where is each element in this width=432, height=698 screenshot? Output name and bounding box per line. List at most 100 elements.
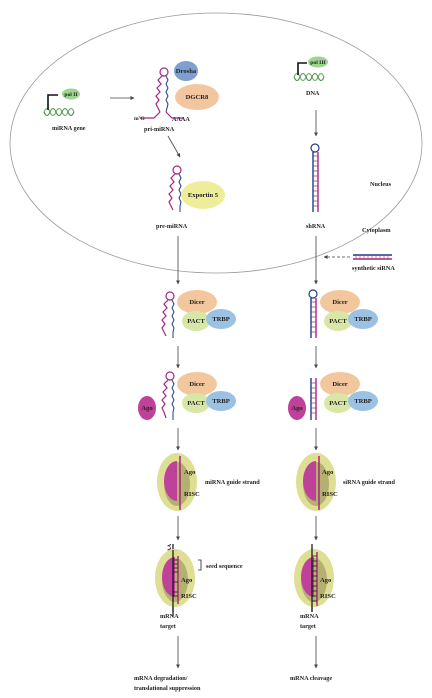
sirna-guide-label: siRNA guide strand [343, 479, 395, 486]
hairpin-loop [310, 143, 320, 153]
dicer-protein [177, 290, 217, 314]
pact-protein [182, 393, 210, 413]
synthetic-sirna-label: synthetic siRNA [352, 265, 395, 272]
nucleus-membrane [9, 12, 423, 274]
pri-mirna-complex: Drosha DGCR8 m⁷G AAAA [134, 61, 219, 123]
seed-bracket-icon [198, 559, 202, 571]
dicer-complex-left: Dicer PACT TRBP [161, 290, 236, 338]
dicer-label: Dicer [189, 299, 204, 306]
ago-label: Ago [320, 577, 332, 584]
ago-protein [303, 461, 316, 501]
hairpin-loop [165, 371, 175, 381]
ago-loading-left: Ago Dicer PACT TRBP [138, 371, 236, 420]
hairpin-loop [165, 291, 175, 301]
cytoplasm-label: Cytoplasm [362, 227, 391, 234]
risc-label: RISC [322, 491, 338, 498]
hairpin-loop [159, 67, 169, 77]
risc-label: RISC [184, 491, 200, 498]
pri-mirna-label: pri-miRNA [144, 126, 175, 133]
risc-label: RISC [181, 593, 197, 600]
dicer-protein [320, 290, 360, 314]
outcome-left-line1: mRNA degradation/ [134, 675, 188, 682]
trbp-protein [348, 309, 378, 329]
arrow-pri-to-pre [167, 135, 181, 158]
ago-loading-right: Ago Dicer PACT TRBP [288, 372, 378, 420]
outcome-right: mRNA cleavage [290, 675, 332, 682]
mrna-target-right: Ago RISC [294, 544, 336, 612]
promoter-arrow-icon [297, 62, 307, 75]
ago-protein [138, 396, 156, 420]
pact-label: PACT [187, 400, 205, 407]
pre-mirna-complex: Exportin 5 [168, 165, 225, 212]
ago-label: Ago [181, 577, 193, 584]
polya-label: AAAA [172, 116, 190, 123]
pri-mirna-strand-left [155, 75, 163, 113]
mirna-gene-glyph: pol II [43, 88, 80, 117]
dna-glyph: pol III [293, 56, 328, 82]
hairpin-loop [172, 165, 182, 175]
trbp-protein [206, 391, 236, 411]
pact-protein [182, 311, 210, 331]
pol2-label: pol II [64, 92, 77, 98]
exportin5-label: Exportin 5 [188, 192, 219, 199]
pri-mirna-strand-right [165, 75, 169, 113]
shrna-label: shRNA [306, 223, 326, 230]
seed-sequence-label: seed sequence [206, 563, 243, 570]
risc-right: Ago RISC [296, 453, 338, 511]
trbp-label: TRBP [212, 316, 230, 323]
drosha-protein [174, 61, 198, 81]
promoter-arrow-icon [47, 94, 58, 110]
dicer-protein [320, 372, 360, 396]
pre-mirna-strand-right [178, 173, 182, 212]
trbp-protein [348, 391, 378, 411]
pre-mirna-label: pre-miRNA [156, 223, 188, 230]
ago-protein [288, 396, 306, 420]
dicer-label: Dicer [189, 381, 204, 388]
pact-label: PACT [187, 318, 205, 325]
pact-label: PACT [329, 400, 347, 407]
dgcr8-label: DGCR8 [186, 94, 209, 101]
mirna-gene-label: miRNA gene [52, 125, 86, 132]
risc-label: RISC [320, 593, 336, 600]
shrna-hairpin [310, 143, 320, 212]
risc-left: Ago RISC [157, 453, 200, 511]
pre-mirna-strand-left [168, 173, 176, 211]
mirna-guide-label: miRNA guide strand [205, 479, 260, 486]
ago-label: Ago [184, 469, 196, 476]
drosha-label: Drosha [176, 68, 197, 75]
pol3-enzyme [308, 56, 328, 68]
mrna-target-left: AAAA Ago RISC [155, 544, 202, 616]
ago-label: Ago [141, 405, 153, 412]
dicer-protein [177, 372, 217, 396]
target-left-label: target [160, 623, 177, 630]
ago-protein [164, 461, 177, 501]
ago-protein [301, 557, 314, 597]
mrna-left-label: mRNA [160, 613, 179, 620]
trbp-label: TRBP [212, 398, 230, 405]
pol3-label: pol III [310, 60, 325, 66]
pact-label: PACT [329, 318, 347, 325]
exportin5-protein [181, 181, 225, 209]
ago-label: Ago [291, 405, 303, 412]
ago-label: Ago [322, 469, 334, 476]
dicer-complex-right: Dicer PACT TRBP [308, 289, 378, 338]
trbp-label: TRBP [354, 316, 372, 323]
outcome-left-line2: translational suppression [134, 685, 201, 692]
mrna-right-label: mRNA [300, 613, 319, 620]
dgcr8-protein [175, 84, 219, 110]
hairpin-loop [308, 289, 318, 299]
pol2-enzyme [62, 88, 80, 100]
trbp-protein [206, 309, 236, 329]
dna-label: DNA [306, 90, 320, 97]
cap-label: m⁷G [134, 116, 145, 122]
trbp-label: TRBP [354, 398, 372, 405]
ago-protein [162, 557, 175, 597]
dicer-label: Dicer [332, 299, 347, 306]
pact-protein [324, 393, 352, 413]
pact-protein [324, 311, 352, 331]
target-right-label: target [300, 623, 317, 630]
dicer-label: Dicer [332, 381, 347, 388]
synthetic-sirna-duplex [353, 254, 392, 260]
